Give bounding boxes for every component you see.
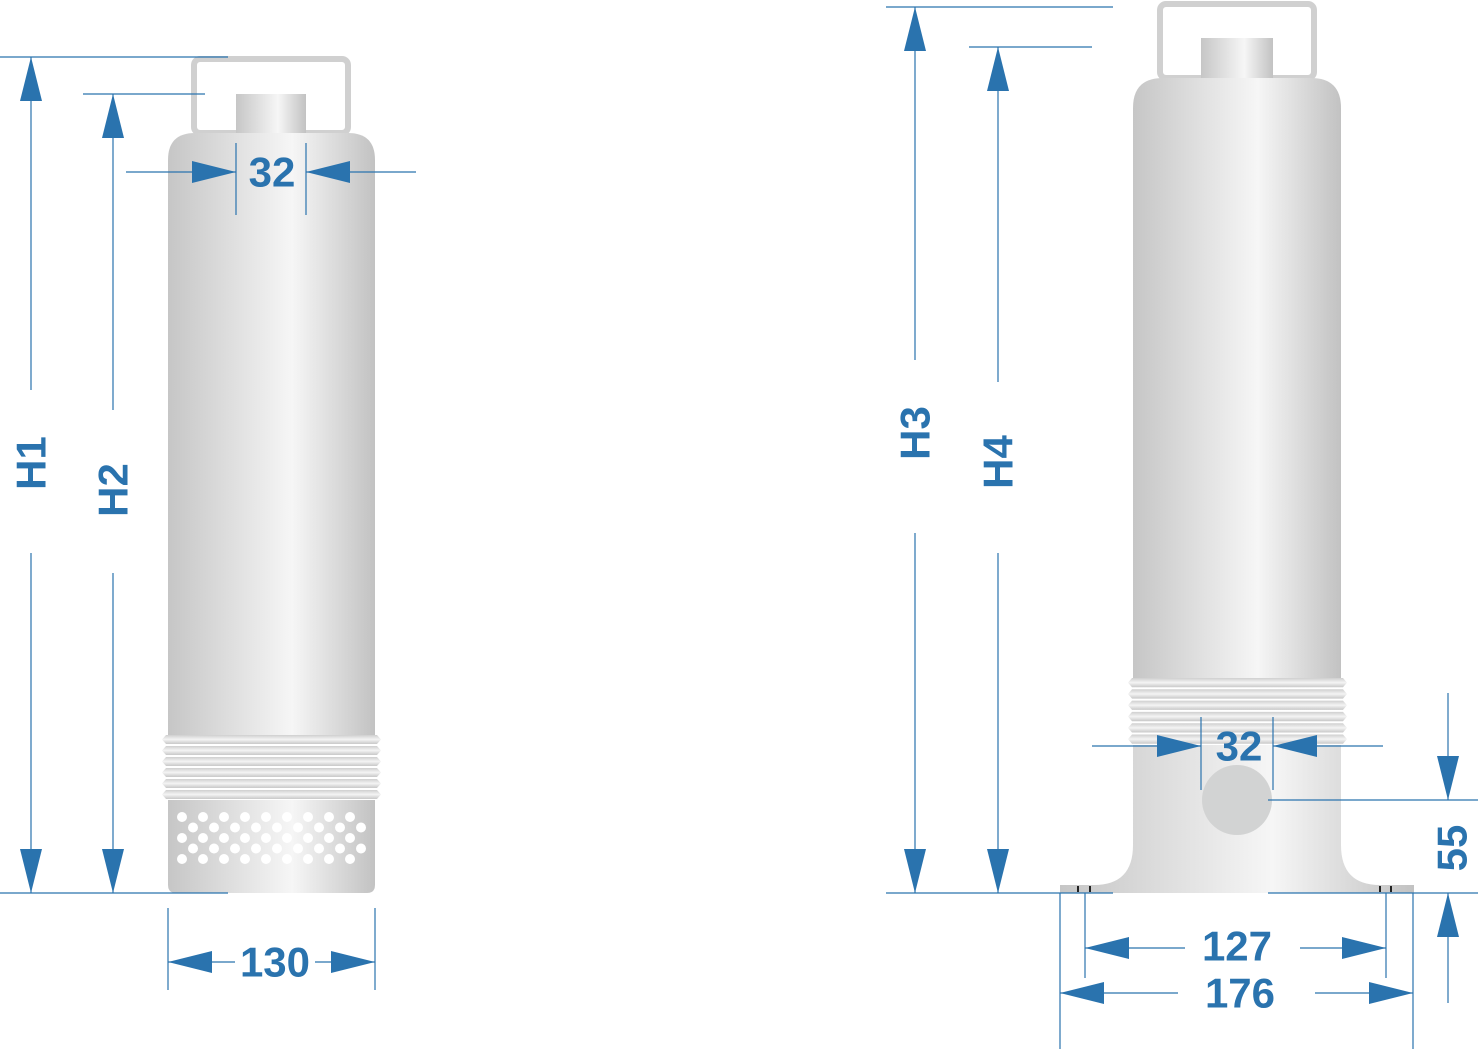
filter-hole — [240, 854, 250, 864]
thread-ring — [1128, 678, 1347, 688]
filter-hole — [209, 822, 219, 833]
filter-hole — [303, 833, 313, 843]
filter-hole — [219, 812, 229, 822]
filter-hole — [324, 833, 334, 843]
foot-marks — [1077, 886, 1392, 892]
h4-label: H4 — [975, 435, 1022, 489]
filter-hole — [345, 812, 355, 822]
filter-screen — [168, 800, 375, 893]
filter-hole — [219, 854, 229, 864]
left-pump — [162, 56, 381, 893]
filter-hole — [198, 812, 208, 822]
threads — [162, 735, 381, 799]
filter-hole — [335, 843, 345, 854]
filter-hole — [188, 822, 198, 833]
filter-hole — [303, 812, 313, 822]
outlet-height-label: 55 — [1429, 825, 1476, 872]
filter-hole — [324, 812, 334, 822]
filter-hole — [272, 843, 282, 854]
left-dimensions: H1 H2 32 130 — [0, 56, 416, 990]
thread-ring — [162, 757, 381, 766]
thread-ring — [162, 790, 381, 799]
filter-hole — [345, 854, 355, 864]
thread-ring — [1128, 711, 1347, 722]
filter-hole — [345, 833, 355, 843]
filter-hole — [198, 833, 208, 843]
filter-hole — [261, 833, 271, 843]
thread-ring — [1128, 700, 1347, 710]
filter-hole — [251, 822, 261, 833]
filter-hole — [230, 822, 240, 833]
filter-hole — [293, 822, 303, 833]
foot-spacing-label: 127 — [1202, 923, 1272, 970]
outlet-diameter-label: 32 — [249, 149, 296, 196]
filter-hole — [177, 812, 187, 822]
outlet-cap — [1201, 38, 1273, 80]
filter-hole — [303, 854, 313, 864]
filter-hole — [314, 822, 324, 833]
filter-hole — [188, 843, 198, 854]
filter-hole — [272, 822, 282, 833]
h3-label: H3 — [892, 406, 939, 460]
filter-hole — [282, 833, 292, 843]
h2-label: H2 — [90, 463, 137, 517]
outlet-diameter-label: 32 — [1216, 723, 1263, 770]
filter-hole — [240, 812, 250, 822]
filter-hole — [293, 843, 303, 854]
thread-ring — [162, 768, 381, 777]
filter-hole — [230, 843, 240, 854]
filter-hole — [356, 843, 366, 854]
filter-hole — [209, 843, 219, 854]
base-width-label: 176 — [1205, 970, 1275, 1017]
filter-holes — [177, 812, 366, 864]
filter-hole — [219, 833, 229, 843]
filter-hole — [314, 843, 324, 854]
right-dimensions: H3 H4 32 55 127 176 — [886, 6, 1478, 1049]
right-pump — [1060, 1, 1414, 893]
side-outlet — [1202, 765, 1272, 835]
motor-body — [168, 133, 375, 740]
filter-hole — [261, 812, 271, 822]
thread-ring — [1128, 689, 1347, 699]
filter-hole — [177, 833, 187, 843]
outlet-cap — [236, 94, 306, 136]
filter-hole — [251, 843, 261, 854]
thread-ring — [162, 779, 381, 788]
filter-hole — [335, 822, 345, 833]
filter-hole — [282, 812, 292, 822]
motor-body — [1133, 78, 1341, 685]
thread-ring — [1128, 723, 1347, 733]
filter-hole — [282, 854, 292, 864]
filter-hole — [177, 854, 187, 864]
body-diameter-label: 130 — [240, 939, 310, 986]
filter-hole — [324, 854, 334, 864]
thread-ring — [162, 735, 381, 744]
h1-label: H1 — [8, 436, 55, 490]
filter-hole — [198, 854, 208, 864]
filter-hole — [240, 833, 250, 843]
filter-hole — [356, 822, 366, 833]
thread-ring — [162, 746, 381, 755]
filter-hole — [261, 854, 271, 864]
